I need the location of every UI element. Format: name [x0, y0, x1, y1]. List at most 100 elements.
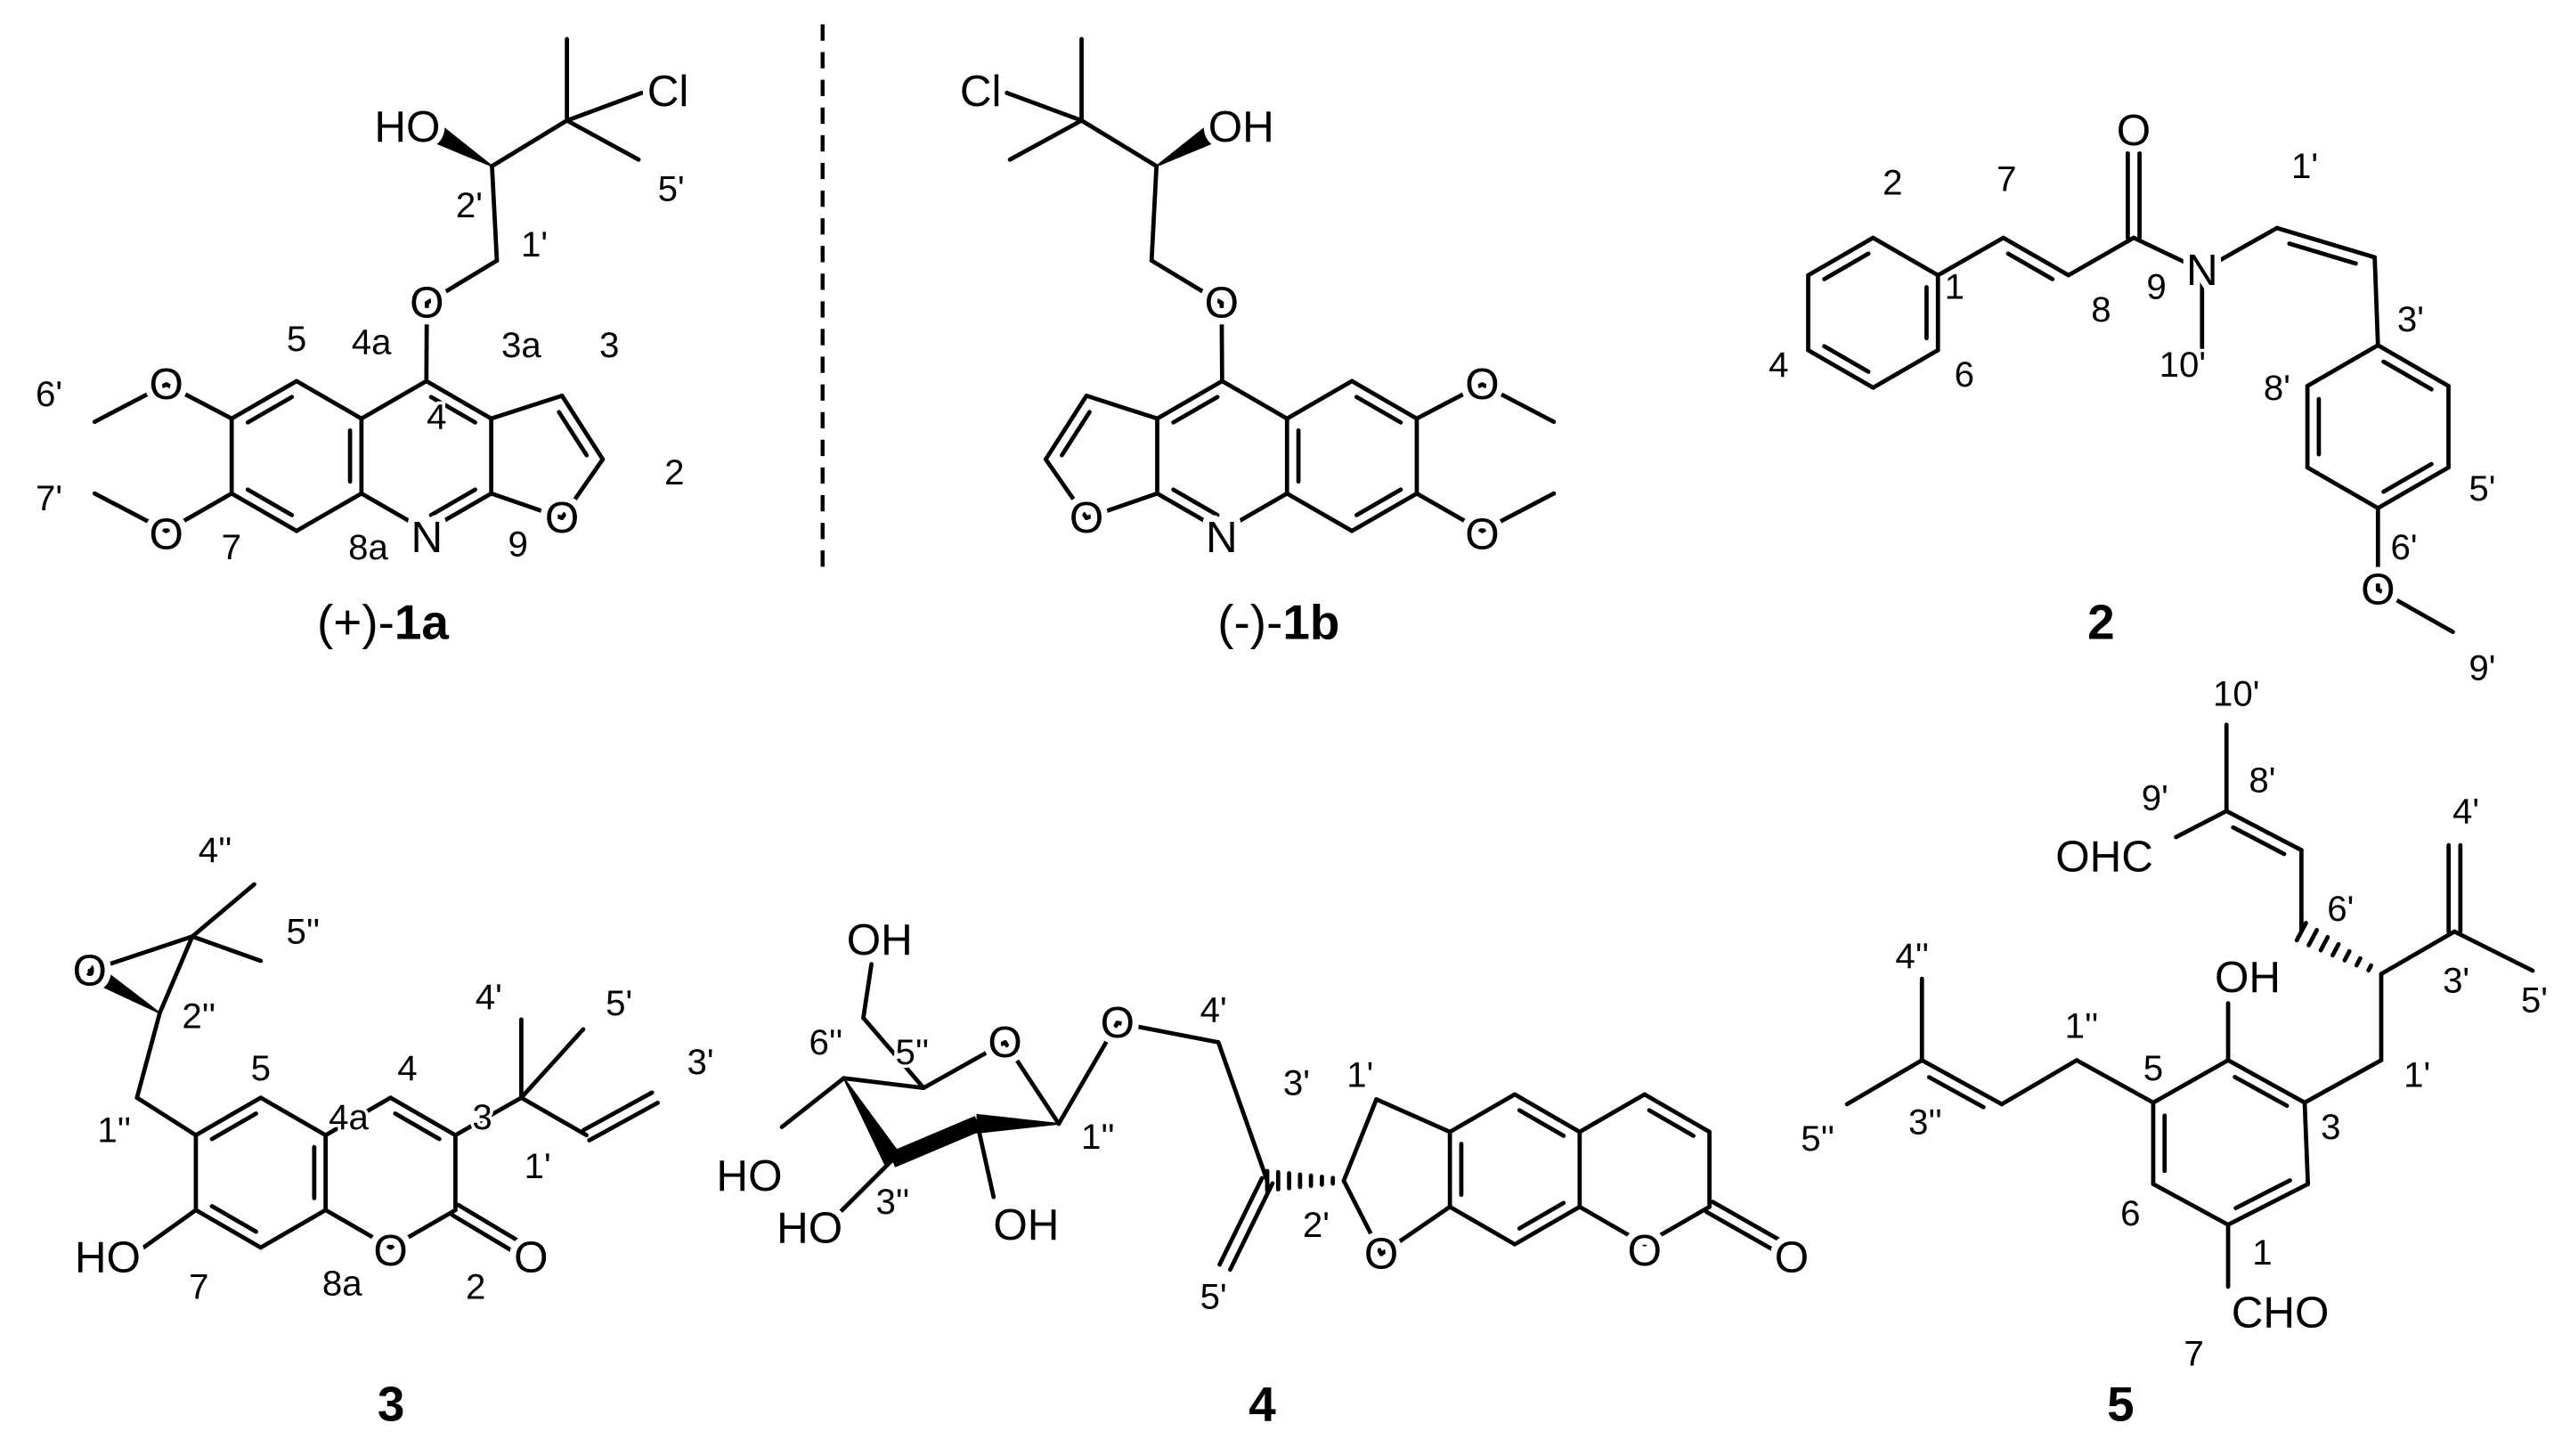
double-bond-inner	[245, 487, 295, 517]
locant-label: 5''	[1801, 1118, 1834, 1159]
double-bond	[1704, 1209, 1775, 1252]
locant-label: 1'	[2291, 146, 2318, 186]
single-bond	[258, 1095, 329, 1138]
single-bond	[1480, 382, 1557, 425]
locant-label: 8'	[2264, 368, 2290, 408]
locant-label: 1'	[521, 224, 548, 264]
single-bond	[1480, 491, 1557, 533]
single-bond	[490, 164, 500, 263]
compound-name-1b: (-)-1b	[1217, 595, 1339, 650]
single-bond	[1084, 394, 1159, 421]
locant-label: 2''	[182, 996, 216, 1037]
double-bond-inner	[2233, 1178, 2292, 1210]
double-bond-inner	[1822, 344, 1871, 374]
locant-label: 2	[466, 1266, 485, 1306]
single-bond	[2074, 1058, 2156, 1105]
locant-label: 7'	[36, 478, 62, 518]
single-bond	[565, 90, 645, 123]
single-bond	[1007, 118, 1084, 162]
double-bond-inner	[1354, 487, 1403, 517]
double-bond	[1642, 1092, 1712, 1135]
single-bond	[1149, 164, 1159, 263]
single-bond	[1284, 378, 1354, 421]
atom-label: O	[1465, 360, 1499, 409]
single-bond	[1414, 491, 1484, 533]
locant-label: 3'	[2397, 299, 2424, 339]
double-bond	[456, 1202, 524, 1245]
atom-label: HO	[374, 102, 440, 151]
hashed-bond-segment	[2330, 941, 2341, 958]
single-bond	[1577, 1204, 1647, 1247]
double-bond	[450, 1213, 517, 1255]
locant-label: 10'	[2213, 674, 2259, 714]
locant-label: 5'	[658, 169, 685, 209]
hashed-bond-segment	[2306, 927, 2320, 948]
hashed-bond-segment	[2366, 963, 2374, 973]
single-bond	[842, 1076, 926, 1091]
locant-label: 5'	[2469, 468, 2495, 508]
locant-label: 4'	[2452, 791, 2479, 831]
locant-label: 1''	[97, 1110, 131, 1151]
double-bond	[2224, 809, 2304, 853]
atom-label: OH	[2215, 953, 2281, 1002]
locant-label: 3a	[501, 325, 541, 365]
double-bond-inner	[1647, 1108, 1696, 1138]
atom-label: O	[1070, 493, 1103, 542]
single-bond	[1043, 457, 1089, 520]
atom-label: O	[150, 509, 183, 558]
single-bond	[565, 118, 641, 162]
double-bond	[1710, 1200, 1781, 1241]
locant-label: 1'	[2404, 1055, 2430, 1095]
locant-label: 6''	[809, 1022, 843, 1062]
locant-label: 8	[2091, 289, 2111, 329]
single-bond	[1219, 491, 1289, 533]
double-bond-inner	[1517, 1108, 1566, 1138]
double-bond-inner	[2231, 825, 2287, 857]
double-bond-inner	[1517, 1200, 1566, 1231]
locant-label: 5'	[606, 983, 632, 1023]
double-bond-inner	[2381, 359, 2434, 392]
double-bond	[388, 1095, 458, 1138]
atom-label: N	[2186, 246, 2218, 295]
double-bond-inner	[1927, 1075, 1986, 1110]
locant-label: 6'	[2327, 889, 2354, 929]
hashed-bond-segment	[2342, 948, 2352, 963]
locant-label: 5'	[1200, 1276, 1227, 1316]
single-bond	[294, 491, 364, 533]
single-bond	[1284, 491, 1354, 533]
atom-label: O	[1205, 279, 1239, 328]
single-bond	[1084, 491, 1159, 520]
double-bond	[2375, 343, 2451, 388]
single-bond	[921, 1040, 1007, 1091]
single-bond	[1056, 1021, 1120, 1127]
single-bond	[861, 962, 874, 1021]
atom-label: O	[73, 947, 107, 996]
locant-label: 7	[222, 527, 241, 567]
double-bond	[424, 378, 494, 421]
compound-name-5: 5	[2107, 1376, 2135, 1431]
locant-label: 8a	[322, 1264, 362, 1304]
locant-label: 1'	[525, 1146, 551, 1186]
atom-label: Cl	[960, 67, 1002, 116]
single-bond	[2452, 929, 2535, 973]
single-bond	[141, 1208, 199, 1250]
single-bond	[323, 1095, 393, 1138]
locant-label: 3''	[1908, 1102, 1942, 1143]
single-bond	[490, 118, 569, 168]
single-bond	[164, 491, 234, 533]
single-bond	[388, 1208, 458, 1250]
hashed-bond-segment	[2318, 934, 2330, 953]
locant-label: 4	[397, 1048, 417, 1088]
single-bond	[2066, 235, 2136, 278]
single-bond	[2131, 235, 2205, 272]
locant-label: 1''	[1081, 1117, 1115, 1157]
single-bond	[453, 1095, 524, 1138]
single-bond	[424, 258, 500, 305]
locant-label: 9'	[2142, 778, 2168, 818]
locant-label: 3	[599, 325, 619, 365]
wedge-bond	[1156, 124, 1218, 167]
single-bond	[2375, 587, 2455, 634]
